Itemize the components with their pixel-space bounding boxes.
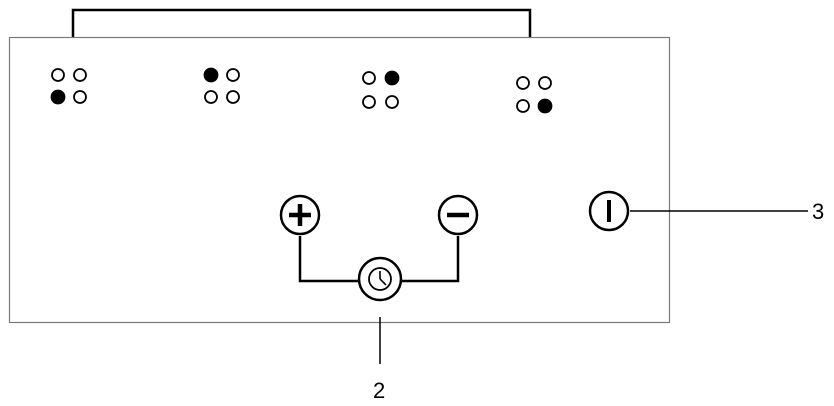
zone-group-bracket xyxy=(71,8,532,50)
zone-indicator-front-right xyxy=(516,76,553,114)
callout-label-power: 3 xyxy=(812,199,824,224)
plus-timer-connector xyxy=(298,236,359,283)
plus-button[interactable] xyxy=(279,194,321,236)
minus-button[interactable] xyxy=(437,194,479,236)
clock-icon xyxy=(368,267,392,291)
zone-indicator-rear-left xyxy=(203,67,240,104)
callout-label-timer: 2 xyxy=(373,378,385,403)
power-button[interactable] xyxy=(588,190,630,232)
zone-indicator-rear-right xyxy=(362,70,400,109)
plus-icon xyxy=(289,204,311,226)
zone-indicator-front-left xyxy=(50,68,87,105)
minus-timer-connector xyxy=(400,236,460,283)
control-panel xyxy=(8,36,671,324)
timer-button[interactable] xyxy=(357,256,403,302)
